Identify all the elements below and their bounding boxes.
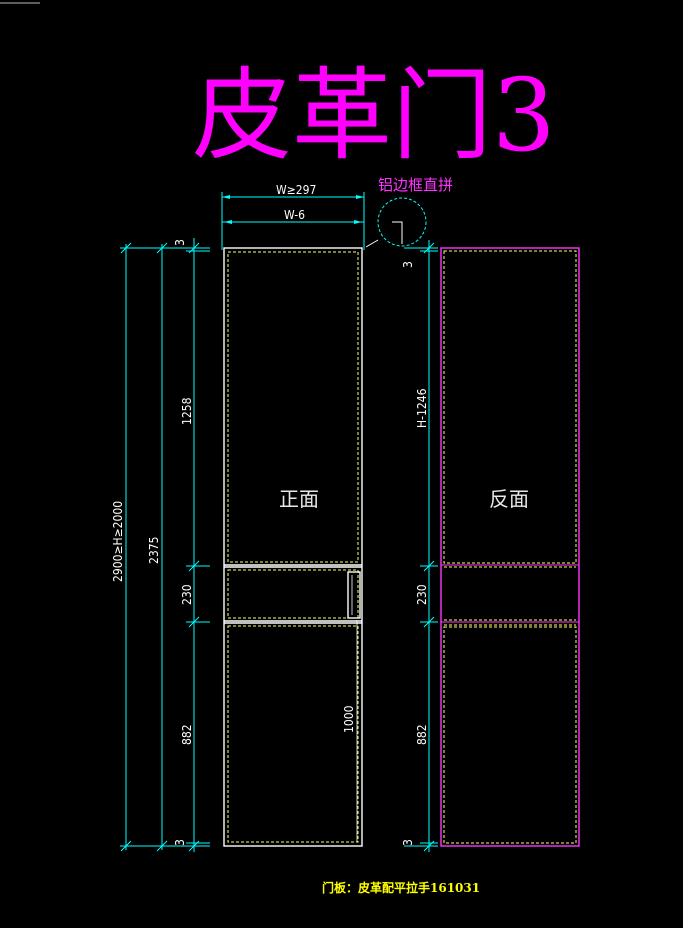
front-label: 正面 [279,487,319,511]
front-door: 1000 [223,247,363,847]
dim-bottom-gap: 3 [173,839,187,846]
dim-upper-panel-back: H-1246 [415,388,429,428]
drawing-caption: 门板：皮革配平拉手161031 [322,880,480,895]
dim-upper-panel: 1258 [180,397,194,425]
dim-middle-panel-back: 230 [415,584,429,605]
left-dimensions: 2900≥H≥2000 2375 3 1258 230 882 3 [111,238,210,852]
dim-lower-panel: 882 [180,724,194,745]
dim-middle-panel: 230 [180,584,194,605]
drawing-title: 皮革门3 [192,57,556,174]
back-door [440,247,580,847]
dim-handle-height: 1000 [342,705,356,733]
dim-width-inner: W-6 [284,208,305,222]
dim-height-range: 2900≥H≥2000 [111,501,125,582]
width-dimensions: W≥297 W-6 [221,183,365,250]
back-label: 反面 [489,487,529,511]
detail-leader [365,239,379,248]
detail-profile [392,221,403,244]
detail-circle [377,197,427,247]
dim-lower-panel-back: 882 [415,724,429,745]
dim-top-gap-back: 3 [401,261,415,268]
dim-total: 2375 [147,537,161,564]
dim-width-min: W≥297 [276,183,316,197]
door-handle [347,571,361,619]
dim-bottom-gap-back: 3 [401,839,415,846]
dim-top-gap: 3 [173,239,187,246]
right-dimensions: 3 H-1246 230 882 3 [401,240,438,852]
detail-note: 铝边框直拼 [378,176,453,194]
